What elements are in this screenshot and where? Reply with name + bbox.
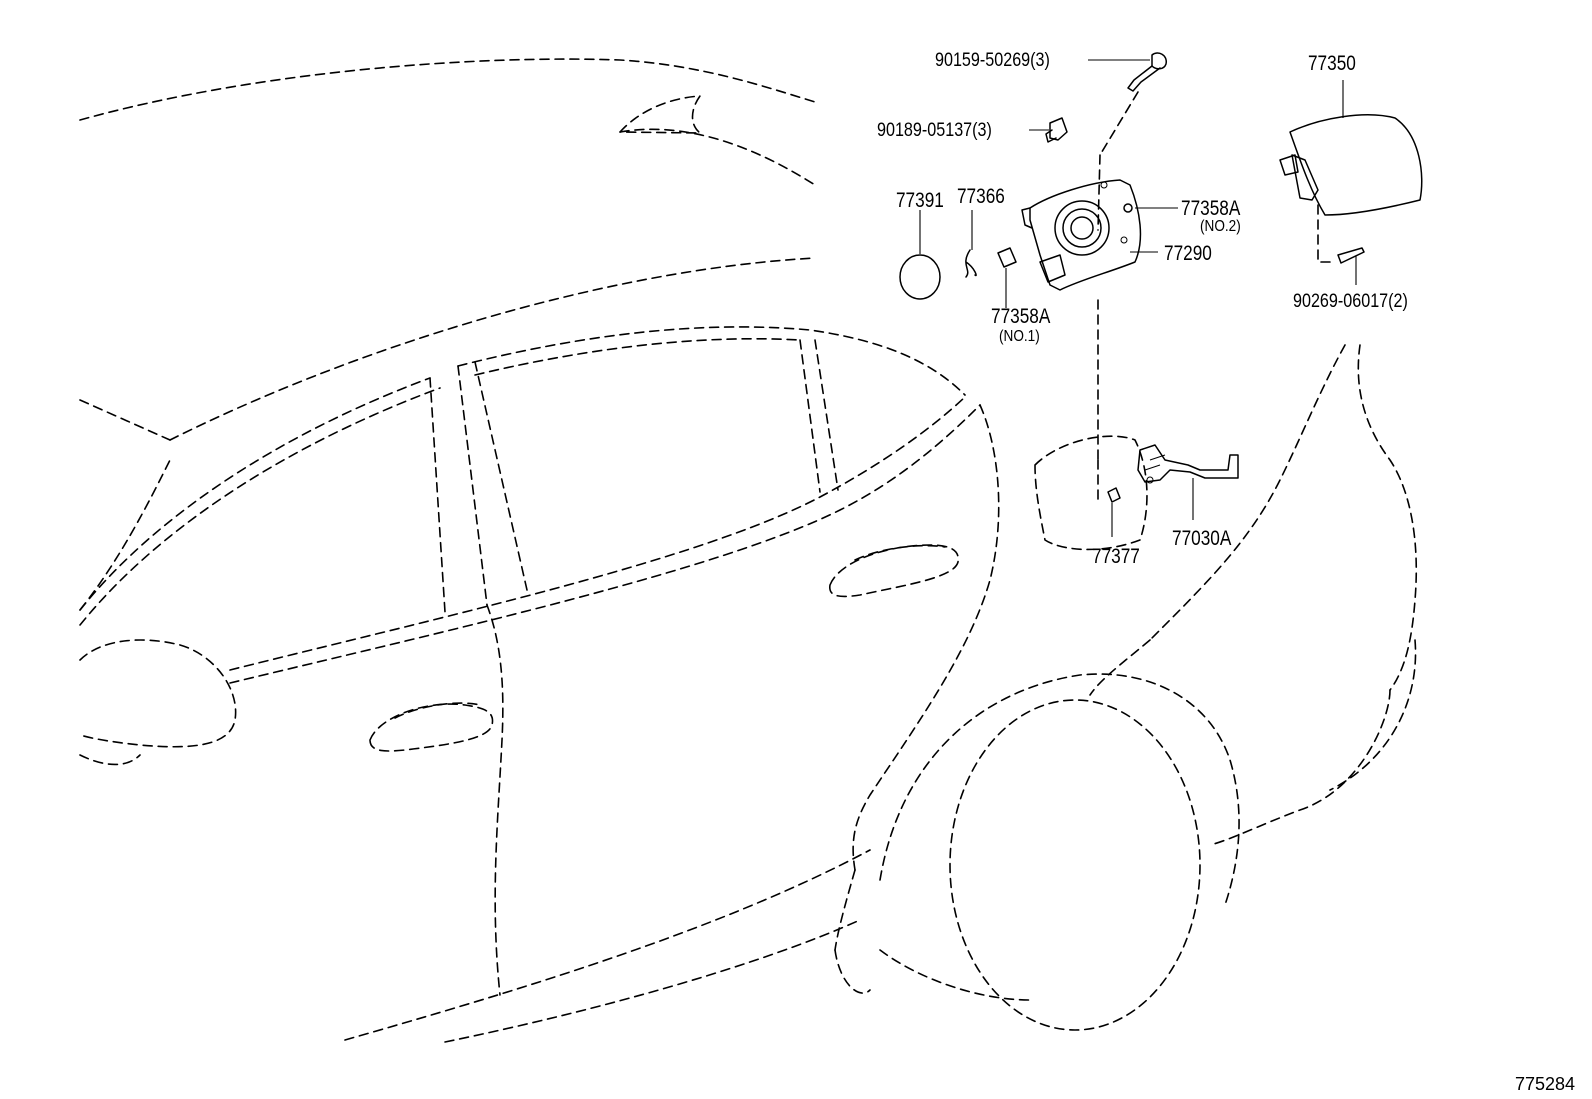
- cap-77391-part: [899, 210, 941, 300]
- label-77358a-no2: 77358A: [1181, 198, 1241, 221]
- part-labels: 90159-50269(3) 90189-05137(3) 77350 7739…: [877, 49, 1575, 1094]
- lock-assembly-77030a-part: [1137, 444, 1239, 520]
- clip-77377-part: [1107, 487, 1121, 537]
- label-77350: 77350: [1308, 53, 1356, 76]
- spring-77366-part: [965, 210, 977, 278]
- label-77030a: 77030A: [1172, 528, 1232, 551]
- screw-90159-part: [1088, 52, 1167, 156]
- door-handles: [369, 544, 959, 752]
- fuel-lid-77350-part: [1279, 80, 1423, 216]
- label-90189: 90189-05137(3): [877, 119, 992, 141]
- label-77366: 77366: [957, 186, 1005, 209]
- diagram-id: 775284: [1515, 1074, 1575, 1094]
- fuel-inlet-box-77290-part: [1021, 179, 1158, 291]
- label-77358a-no2-note: (NO.2): [1200, 218, 1241, 235]
- label-77377: 77377: [1092, 546, 1140, 569]
- clip-90269-part: [1317, 204, 1365, 285]
- label-77358a-no1-note: (NO.1): [999, 328, 1040, 345]
- ring-77358a-no2-part: [1123, 203, 1178, 213]
- label-77290: 77290: [1164, 243, 1212, 266]
- clip-90189-part: [1029, 117, 1068, 143]
- label-77391: 77391: [896, 190, 944, 213]
- bushing-77358a-no1-part: [997, 247, 1017, 308]
- label-77358a-no1: 77358A: [991, 306, 1051, 329]
- car-body-outline: [79, 58, 1418, 1043]
- label-90159: 90159-50269(3): [935, 49, 1050, 71]
- label-90269: 90269-06017(2): [1293, 290, 1408, 312]
